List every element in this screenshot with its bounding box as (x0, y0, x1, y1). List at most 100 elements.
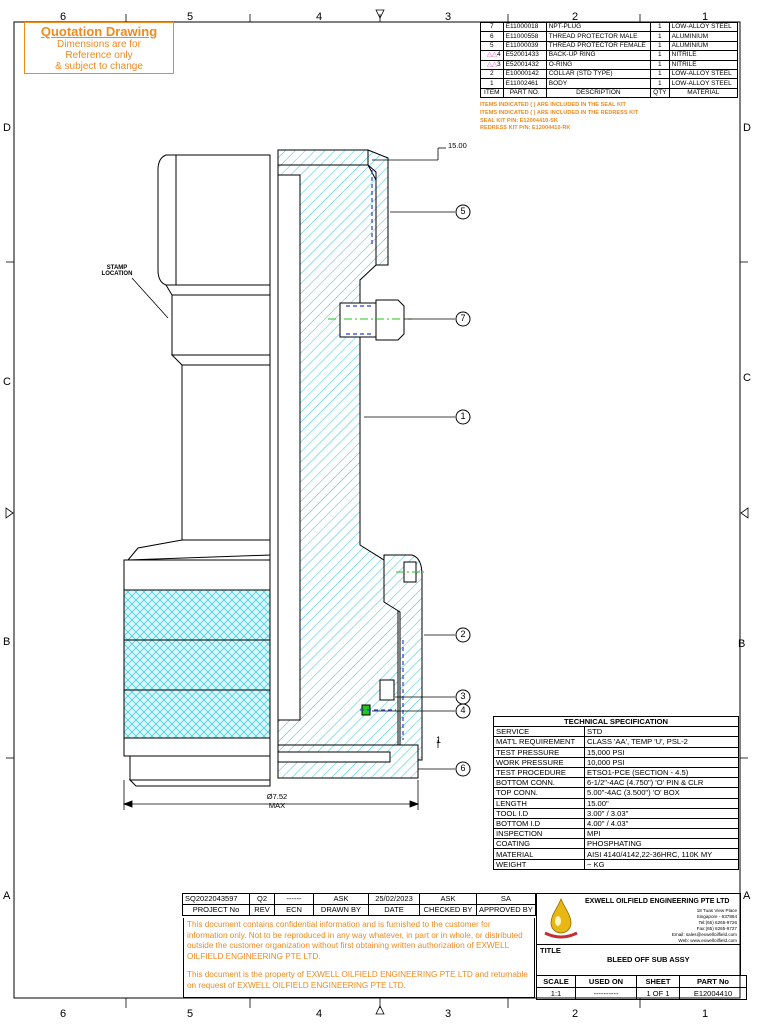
spec-value: STD (584, 726, 739, 738)
spec-key: SERVICE (493, 726, 585, 738)
balloon-7-label: 7 (460, 313, 466, 323)
bom-cell-item: 5 (480, 40, 504, 52)
drawing-title: BLEED OFF SUB ASSY (607, 955, 690, 964)
seal-kit-pn: SEAL KIT P/N: E12004410-SK (480, 118, 558, 124)
spec-key: WORK PRESSURE (493, 756, 585, 768)
zone-left-a: A (3, 890, 11, 902)
zone-top-3: 3 (445, 11, 452, 23)
seal-kit-note: ITEMS INDICATED ( ) ARE INCLUDED IN THE … (480, 102, 626, 108)
spec-value: 6-1/2"-4AC (4.750") 'O' PIN & CLR (584, 777, 739, 789)
balloons (455, 204, 471, 777)
kit-indicator-icon: △△ (487, 51, 498, 59)
bom-cell-item: 7 (480, 21, 504, 33)
revision-value: Q2 (249, 893, 275, 905)
confidentiality-text-1: This document contains confidential info… (187, 920, 523, 961)
centerlines (328, 318, 424, 573)
revision-value: ASK (419, 893, 477, 905)
revision-label: ECN (274, 904, 314, 916)
bom-cell-item: 1 (480, 78, 504, 89)
confidentiality-text-2: This document is the property of EXWELL … (187, 970, 528, 990)
revision-label: DRAWN BY (313, 904, 369, 916)
balloon-3-label: 3 (460, 691, 466, 701)
bom-cell-part: E10000142 (502, 68, 547, 80)
revision-value: ASK (313, 893, 369, 905)
stamp-leader (131, 277, 169, 319)
spec-value: CLASS 'AA', TEMP 'U', PSL-2 (584, 736, 739, 748)
quotation-note: Quotation Drawing Dimensions are for Ref… (24, 22, 174, 74)
company-address: 18 Tuas View Place Singapore - 637864 Te… (672, 908, 737, 944)
balloon-2 (455, 627, 471, 643)
bom-header: PART NO. (502, 87, 547, 99)
bom-cell-mat: LOW-ALLOY STEEL (668, 68, 739, 80)
bom-cell-qty: 1 (650, 78, 670, 89)
balloon-5 (455, 204, 471, 220)
sheet-info-value: 1:1 (536, 987, 576, 1000)
spec-key: BOTTOM CONN. (493, 777, 585, 789)
company-fax: Fax:(65) 6265-9727 (696, 926, 737, 931)
revision-value: SQ2022043597 (182, 893, 250, 905)
balloon-4-label: 4 (460, 705, 466, 715)
balloon-7 (455, 311, 471, 327)
zone-top-5: 5 (187, 11, 194, 23)
zone-right-a: A (743, 890, 751, 902)
bom-cell-mat: LOW-ALLOY STEEL (668, 78, 739, 89)
od-dim-text: Ø7.52 MAX (262, 792, 292, 810)
title-block: TITLE BLEED OFF SUB ASSY (536, 943, 741, 976)
redress-kit-pn: REDRESS KIT P/N: E12004410-RK (480, 125, 571, 131)
bom-header: QTY (650, 87, 670, 99)
bom-cell-qty: 1 (650, 68, 670, 80)
bom-cell-mat: ALUMINIUM (668, 40, 739, 52)
sheet-info-label: SHEET (636, 975, 680, 988)
stamp-line-2: LOCATION (101, 271, 133, 277)
bom-cell-desc: NPT-PLUG (545, 21, 652, 33)
sheet-info-label: PART No (679, 975, 747, 988)
spec-value: 3.00" / 3.03" (584, 807, 739, 819)
revision-value: 25/02/2023 (368, 893, 420, 905)
length-dimension (372, 147, 446, 748)
spec-value: ETSO1-PCE (SECTION - 4.5) (584, 766, 739, 779)
bom-header: DESCRIPTION (545, 87, 652, 99)
stamp-location-label: STAMP LOCATION (100, 265, 134, 277)
bom-item-number: 4 (497, 51, 501, 59)
sheet-info-value: 1 OF 1 (636, 987, 680, 1000)
od-value: Ø7.52 (266, 792, 288, 801)
balloon-1-label: 1 (460, 411, 466, 421)
sheet-info-label: SCALE (536, 975, 576, 988)
spec-key: MATERIAL (493, 848, 585, 860)
bom-cell-mat: NITRILE (668, 59, 739, 70)
bom-cell-item: △△4 (480, 50, 504, 61)
company-tel: Tel:(65) 6265-9726 (698, 920, 737, 925)
company-web: Web: www.exwelloilfield.com (678, 938, 737, 943)
spec-key: INSPECTION (493, 828, 585, 840)
revision-label: DATE (368, 904, 420, 916)
redress-kit-note: ITEMS INDICATED ( ) ARE INCLUDED IN THE … (480, 110, 639, 116)
zone-right-d: D (743, 122, 751, 134)
spec-key: TOP CONN. (493, 787, 585, 799)
zone-bottom-1: 1 (702, 1008, 709, 1020)
quotation-line-2: Reference only (65, 50, 133, 61)
bom-cell-desc: O-RING (545, 59, 652, 70)
spec-key: TOOL I.D (493, 807, 585, 819)
zone-left-d: D (3, 122, 11, 134)
length-dim-text: 15.00 (448, 141, 467, 150)
bom-cell-part: E52001433 (502, 50, 547, 61)
spec-key: TEST PROCEDURE (493, 766, 585, 779)
revision-label: PROJECT No (182, 904, 250, 916)
balloon-2-label: 2 (460, 629, 466, 639)
